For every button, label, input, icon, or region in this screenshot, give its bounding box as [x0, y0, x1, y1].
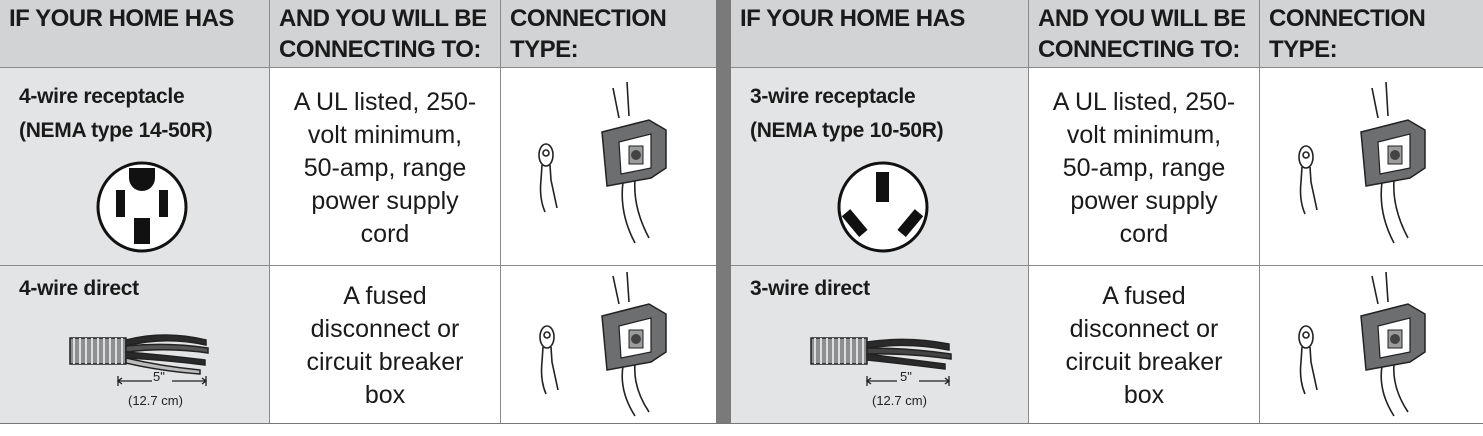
connection-type-cell: [1260, 266, 1483, 424]
ring-terminal-connection-icon: [1298, 271, 1426, 417]
header-home: IF YOUR HOME HAS: [0, 0, 270, 68]
home-type-label: 3-wire receptacle: [750, 85, 916, 108]
ring-terminal-connection-icon: [1298, 81, 1426, 244]
3-wire-cable-icon: [810, 337, 952, 386]
3-prong-receptacle-icon: [837, 161, 929, 253]
header-connection-type: CONNECTION TYPE:: [1260, 0, 1483, 68]
nema-type-label: (NEMA type 14-50R): [19, 119, 213, 142]
4-wire-cable-icon: [69, 334, 209, 386]
header-connecting: AND YOU WILL BE CONNECTING TO:: [270, 0, 501, 68]
header-connection-type: CONNECTION TYPE:: [501, 0, 716, 68]
bottom-rule: [0, 423, 1483, 424]
home-type-label: 4-wire direct: [19, 277, 139, 300]
dimension-cm: (12.7 cm): [872, 393, 927, 408]
header-home: IF YOUR HOME HAS: [731, 0, 1029, 68]
connection-type-cell: [1260, 68, 1483, 266]
header-connecting: AND YOU WILL BE CONNECTING TO:: [1029, 0, 1260, 68]
wiring-table-4-wire: IF YOUR HOME HAS AND YOU WILL BE CONNECT…: [0, 0, 716, 424]
ring-terminal-connection-icon: [539, 271, 667, 417]
home-cell-4-wire-direct: 4-wire direct 5" (12.7 cm): [0, 266, 270, 424]
connect-cell-fused-disconnect: A fused disconnect or circuit breaker bo…: [270, 266, 501, 424]
connect-cell-power-cord: A UL listed, 250- volt minimum, 50-amp, …: [270, 68, 501, 266]
dimension-inches: 5": [153, 369, 165, 384]
home-cell-4-wire-receptacle: 4-wire receptacle (NEMA type 14-50R): [0, 68, 270, 266]
table-divider: [716, 0, 731, 424]
nema-type-label: (NEMA type 10-50R): [750, 119, 944, 142]
ring-terminal-connection-icon: [538, 81, 667, 244]
home-cell-3-wire-direct: 3-wire direct 5" (12.7 cm): [731, 266, 1029, 424]
connect-cell-power-cord: A UL listed, 250- volt minimum, 50-amp, …: [1029, 68, 1260, 266]
connection-type-cell: [501, 68, 716, 266]
connect-cell-fused-disconnect: A fused disconnect or circuit breaker bo…: [1029, 266, 1260, 424]
connection-type-cell: [501, 266, 716, 424]
4-prong-receptacle-icon: [96, 161, 188, 253]
wiring-table-3-wire: IF YOUR HOME HAS AND YOU WILL BE CONNECT…: [731, 0, 1483, 424]
dimension-cm: (12.7 cm): [128, 393, 183, 408]
dimension-inches: 5": [900, 369, 912, 384]
home-type-label: 4-wire receptacle: [19, 85, 185, 108]
home-cell-3-wire-receptacle: 3-wire receptacle (NEMA type 10-50R): [731, 68, 1029, 266]
home-type-label: 3-wire direct: [750, 277, 870, 300]
